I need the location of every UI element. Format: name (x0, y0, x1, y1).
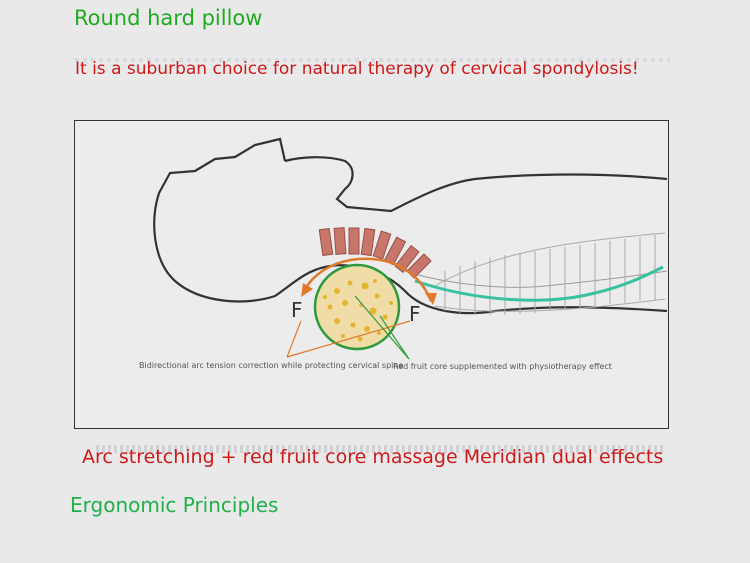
spine-skeleton (434, 232, 666, 315)
red-fruit-core (323, 279, 393, 342)
page-title: Round hard pillow (74, 6, 263, 30)
pillow-diagram: F F Bidirectional arc tension correction… (139, 137, 668, 371)
label-red-fruit-core: Red fruit core supplemented with physiot… (393, 362, 612, 371)
leader-line-right (354, 295, 410, 360)
spine-line (414, 265, 664, 302)
pillow-circle (313, 263, 401, 351)
leader-line-left (286, 320, 302, 358)
section-heading: Ergonomic Principles (70, 493, 279, 517)
arc-arrow-head-left (301, 283, 313, 297)
label-arc-tension: Bidirectional arc tension correction whi… (139, 361, 403, 370)
effects-caption: Arc stretching + red fruit core massage … (82, 446, 664, 468)
scan-noise-top (75, 58, 670, 62)
page-subtitle: It is a suburban choice for natural ther… (75, 59, 639, 79)
leader-line-left-2 (286, 320, 411, 358)
force-label-right: F (409, 302, 421, 326)
head-outline (153, 137, 668, 315)
arc-arrow (303, 257, 433, 302)
leader-line-right-2 (379, 315, 410, 360)
neck-outline (284, 156, 668, 213)
back-outline (404, 270, 668, 288)
force-label-left: F (291, 298, 303, 322)
diagram-frame: F F Bidirectional arc tension correction… (74, 120, 669, 429)
arc-arrow-head-right (425, 293, 437, 305)
scan-noise-bottom (96, 445, 666, 453)
